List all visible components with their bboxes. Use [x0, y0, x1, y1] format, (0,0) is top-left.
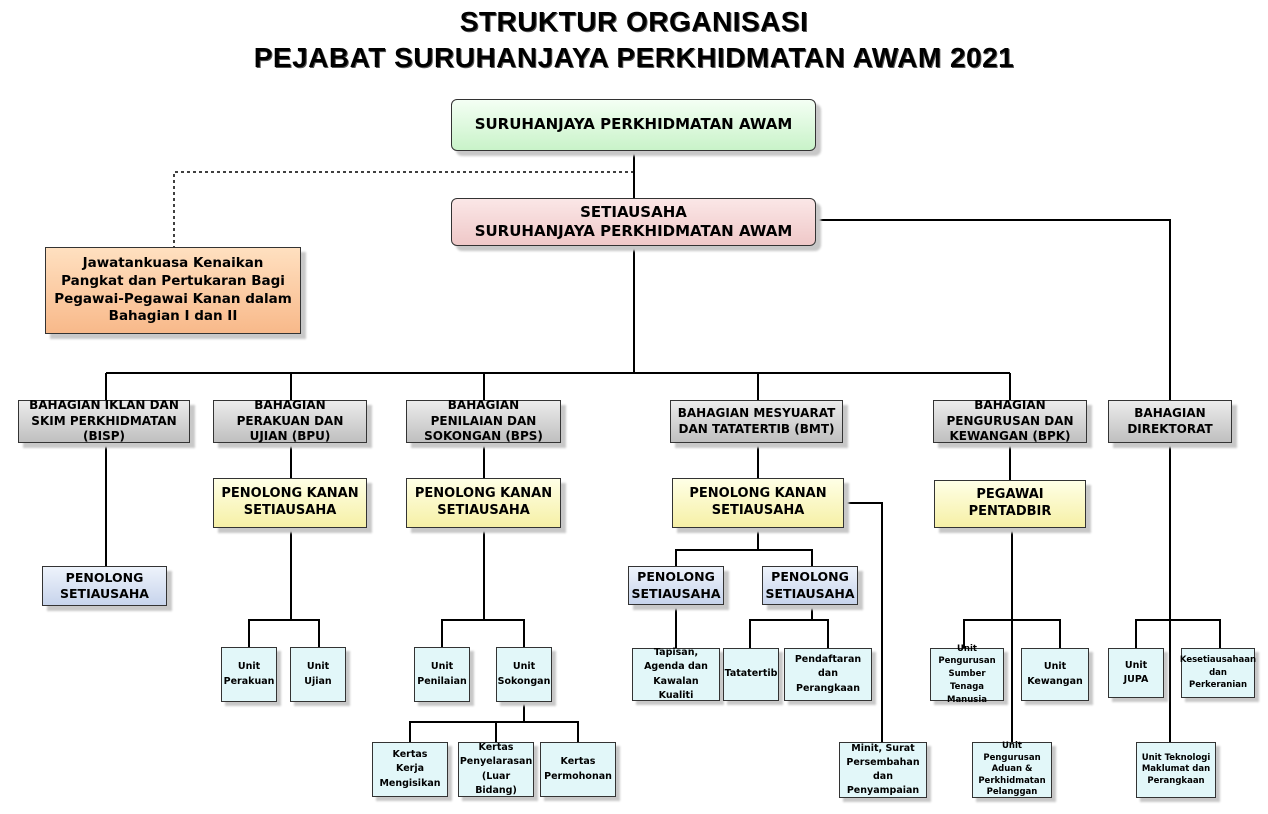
unit-kewangan: Unit Kewangan [1021, 648, 1089, 701]
division-bpu-label: BAHAGIAN PERAKUAN DAN UJIAN (BPU) [236, 398, 344, 444]
unit-perakuan: Unit Perakuan [221, 647, 277, 702]
ps-bmt2-box: PENOLONG SETIAUSAHA [762, 566, 858, 605]
unit-tapisan-label: Tapisan, Agenda dan Kawalan Kualiti [644, 647, 708, 701]
unit-tapisan: Tapisan, Agenda dan Kawalan Kualiti [632, 647, 720, 701]
pentadbir-box: PEGAWAI PENTADBIR [934, 480, 1086, 528]
unit-penilaian-label: Unit Penilaian [417, 661, 467, 687]
jawatankuasa-box: Jawatankuasa Kenaikan Pangkat dan Pertuk… [45, 247, 301, 334]
unit-kertas-permohonan: Kertas Permohonan [540, 742, 616, 797]
unit-jupa-label: Unit JUPA [1123, 659, 1149, 685]
division-bisp-label: BAHAGIAN IKLAN DAN SKIM PERKHIDMATAN (BI… [29, 398, 179, 444]
unit-kesetiausahaan: Kesetiausahaan dan Perkeranian [1179, 648, 1257, 698]
unit-sokongan-label: Unit Sokongan [497, 661, 551, 687]
unit-aduan-label: Unit Pengurusan Aduan & Perkhidmatan Pel… [978, 741, 1046, 798]
setiausaha-label-1: SETIAUSAHA [580, 202, 687, 221]
unit-ujian-label: Unit Ujian [304, 661, 332, 687]
pks-bpu-box: PENOLONG KANAN SETIAUSAHA [213, 478, 367, 528]
unit-kewangan-label: Unit Kewangan [1027, 661, 1083, 687]
unit-minit: Minit, Surat Persembahan dan Penyampaian [839, 742, 927, 798]
unit-kertas-kerja-mengisikan: Kertas Kerja Mengisikan [372, 742, 448, 797]
unit-aduan: Unit Pengurusan Aduan & Perkhidmatan Pel… [972, 741, 1052, 798]
ps-bmt1-box: PENOLONG SETIAUSAHA [628, 566, 724, 605]
unit-sumber-manusia: Unit Pengurusan Sumber Tenaga Manusia [930, 644, 1004, 705]
division-bpu: BAHAGIAN PERAKUAN DAN UJIAN (BPU) [213, 398, 367, 444]
unit-teknologi-label: Unit Teknologi Maklumat dan Perangkaan [1141, 752, 1211, 786]
unit-sumber-manusia-label: Unit Pengurusan Sumber Tenaga Manusia [938, 643, 996, 705]
unit-kesetiausahaan-label: Kesetiausahaan dan Perkeranian [1179, 654, 1257, 691]
ps-bisp-box: PENOLONG SETIAUSAHA [42, 566, 167, 606]
ps-bmt2-label: PENOLONG SETIAUSAHA [765, 569, 855, 601]
ps-bisp-label: PENOLONG SETIAUSAHA [60, 569, 149, 601]
pks-bps-box: PENOLONG KANAN SETIAUSAHA [406, 478, 561, 528]
pks-bps-label: PENOLONG KANAN SETIAUSAHA [414, 486, 553, 518]
division-bpk: BAHAGIAN PENGURUSAN DAN KEWANGAN (BPK) [933, 398, 1087, 444]
unit-kertas-permohonan-label: Kertas Permohonan [544, 756, 612, 782]
unit-sokongan: Unit Sokongan [496, 647, 552, 702]
spa-box: SURUHANJAYA PERKHIDMATAN AWAM [451, 99, 816, 151]
setiausaha-label-2: SURUHANJAYA PERKHIDMATAN AWAM [474, 222, 793, 240]
setiausaha-box: SETIAUSAHA SURUHANJAYA PERKHIDMATAN AWAM [451, 198, 816, 246]
division-bmt-label: BAHAGIAN MESYUARAT DAN TATATERTIB (BMT) [677, 405, 836, 436]
pks-bmt-box: PENOLONG KANAN SETIAUSAHA [672, 478, 844, 528]
chart-title-line2: PEJABAT SURUHANJAYA PERKHIDMATAN AWAM 20… [253, 42, 1015, 73]
unit-tatatertib: Tatatertib [723, 648, 779, 701]
unit-minit-label: Minit, Surat Persembahan dan Penyampaian [846, 742, 920, 797]
ps-bmt1-label: PENOLONG SETIAUSAHA [631, 569, 721, 601]
division-direktorat-label: BAHAGIAN DIREKTORAT [1127, 405, 1213, 436]
pks-bpu-label: PENOLONG KANAN SETIAUSAHA [221, 486, 359, 518]
unit-kertas-penyelarasan-label: Kertas Penyelarasan (Luar Bidang) [459, 742, 533, 796]
pks-bmt-label: PENOLONG KANAN SETIAUSAHA [689, 486, 827, 518]
unit-pendaftaran: Pendaftaran dan Perangkaan [784, 648, 872, 701]
unit-pendaftaran-label: Pendaftaran dan Perangkaan [794, 654, 862, 694]
division-direktorat: BAHAGIAN DIREKTORAT [1108, 400, 1232, 443]
unit-penilaian: Unit Penilaian [414, 647, 470, 702]
unit-ujian: Unit Ujian [290, 647, 346, 702]
unit-teknologi: Unit Teknologi Maklumat dan Perangkaan [1136, 742, 1216, 798]
unit-jupa: Unit JUPA [1108, 648, 1164, 698]
unit-kertas-kerja-mengisikan-label: Kertas Kerja Mengisikan [379, 749, 441, 789]
unit-tatatertib-label: Tatatertib [724, 668, 778, 680]
pentadbir-label: PEGAWAI PENTADBIR [968, 487, 1052, 519]
division-bmt: BAHAGIAN MESYUARAT DAN TATATERTIB (BMT) [670, 400, 843, 443]
unit-kertas-penyelarasan: Kertas Penyelarasan (Luar Bidang) [458, 742, 534, 797]
division-bisp: BAHAGIAN IKLAN DAN SKIM PERKHIDMATAN (BI… [18, 398, 190, 444]
division-bpk-label: BAHAGIAN PENGURUSAN DAN KEWANGAN (BPK) [946, 398, 1074, 444]
division-bps-label: BAHAGIAN PENILAIAN DAN SOKONGAN (BPS) [424, 398, 543, 444]
division-bps: BAHAGIAN PENILAIAN DAN SOKONGAN (BPS) [406, 398, 561, 444]
spa-label: SURUHANJAYA PERKHIDMATAN AWAM [474, 115, 793, 134]
chart-title-line1: STRUKTUR ORGANISASI [459, 6, 809, 37]
jawatankuasa-label: Jawatankuasa Kenaikan Pangkat dan Pertuk… [54, 255, 292, 325]
unit-perakuan-label: Unit Perakuan [223, 661, 275, 687]
